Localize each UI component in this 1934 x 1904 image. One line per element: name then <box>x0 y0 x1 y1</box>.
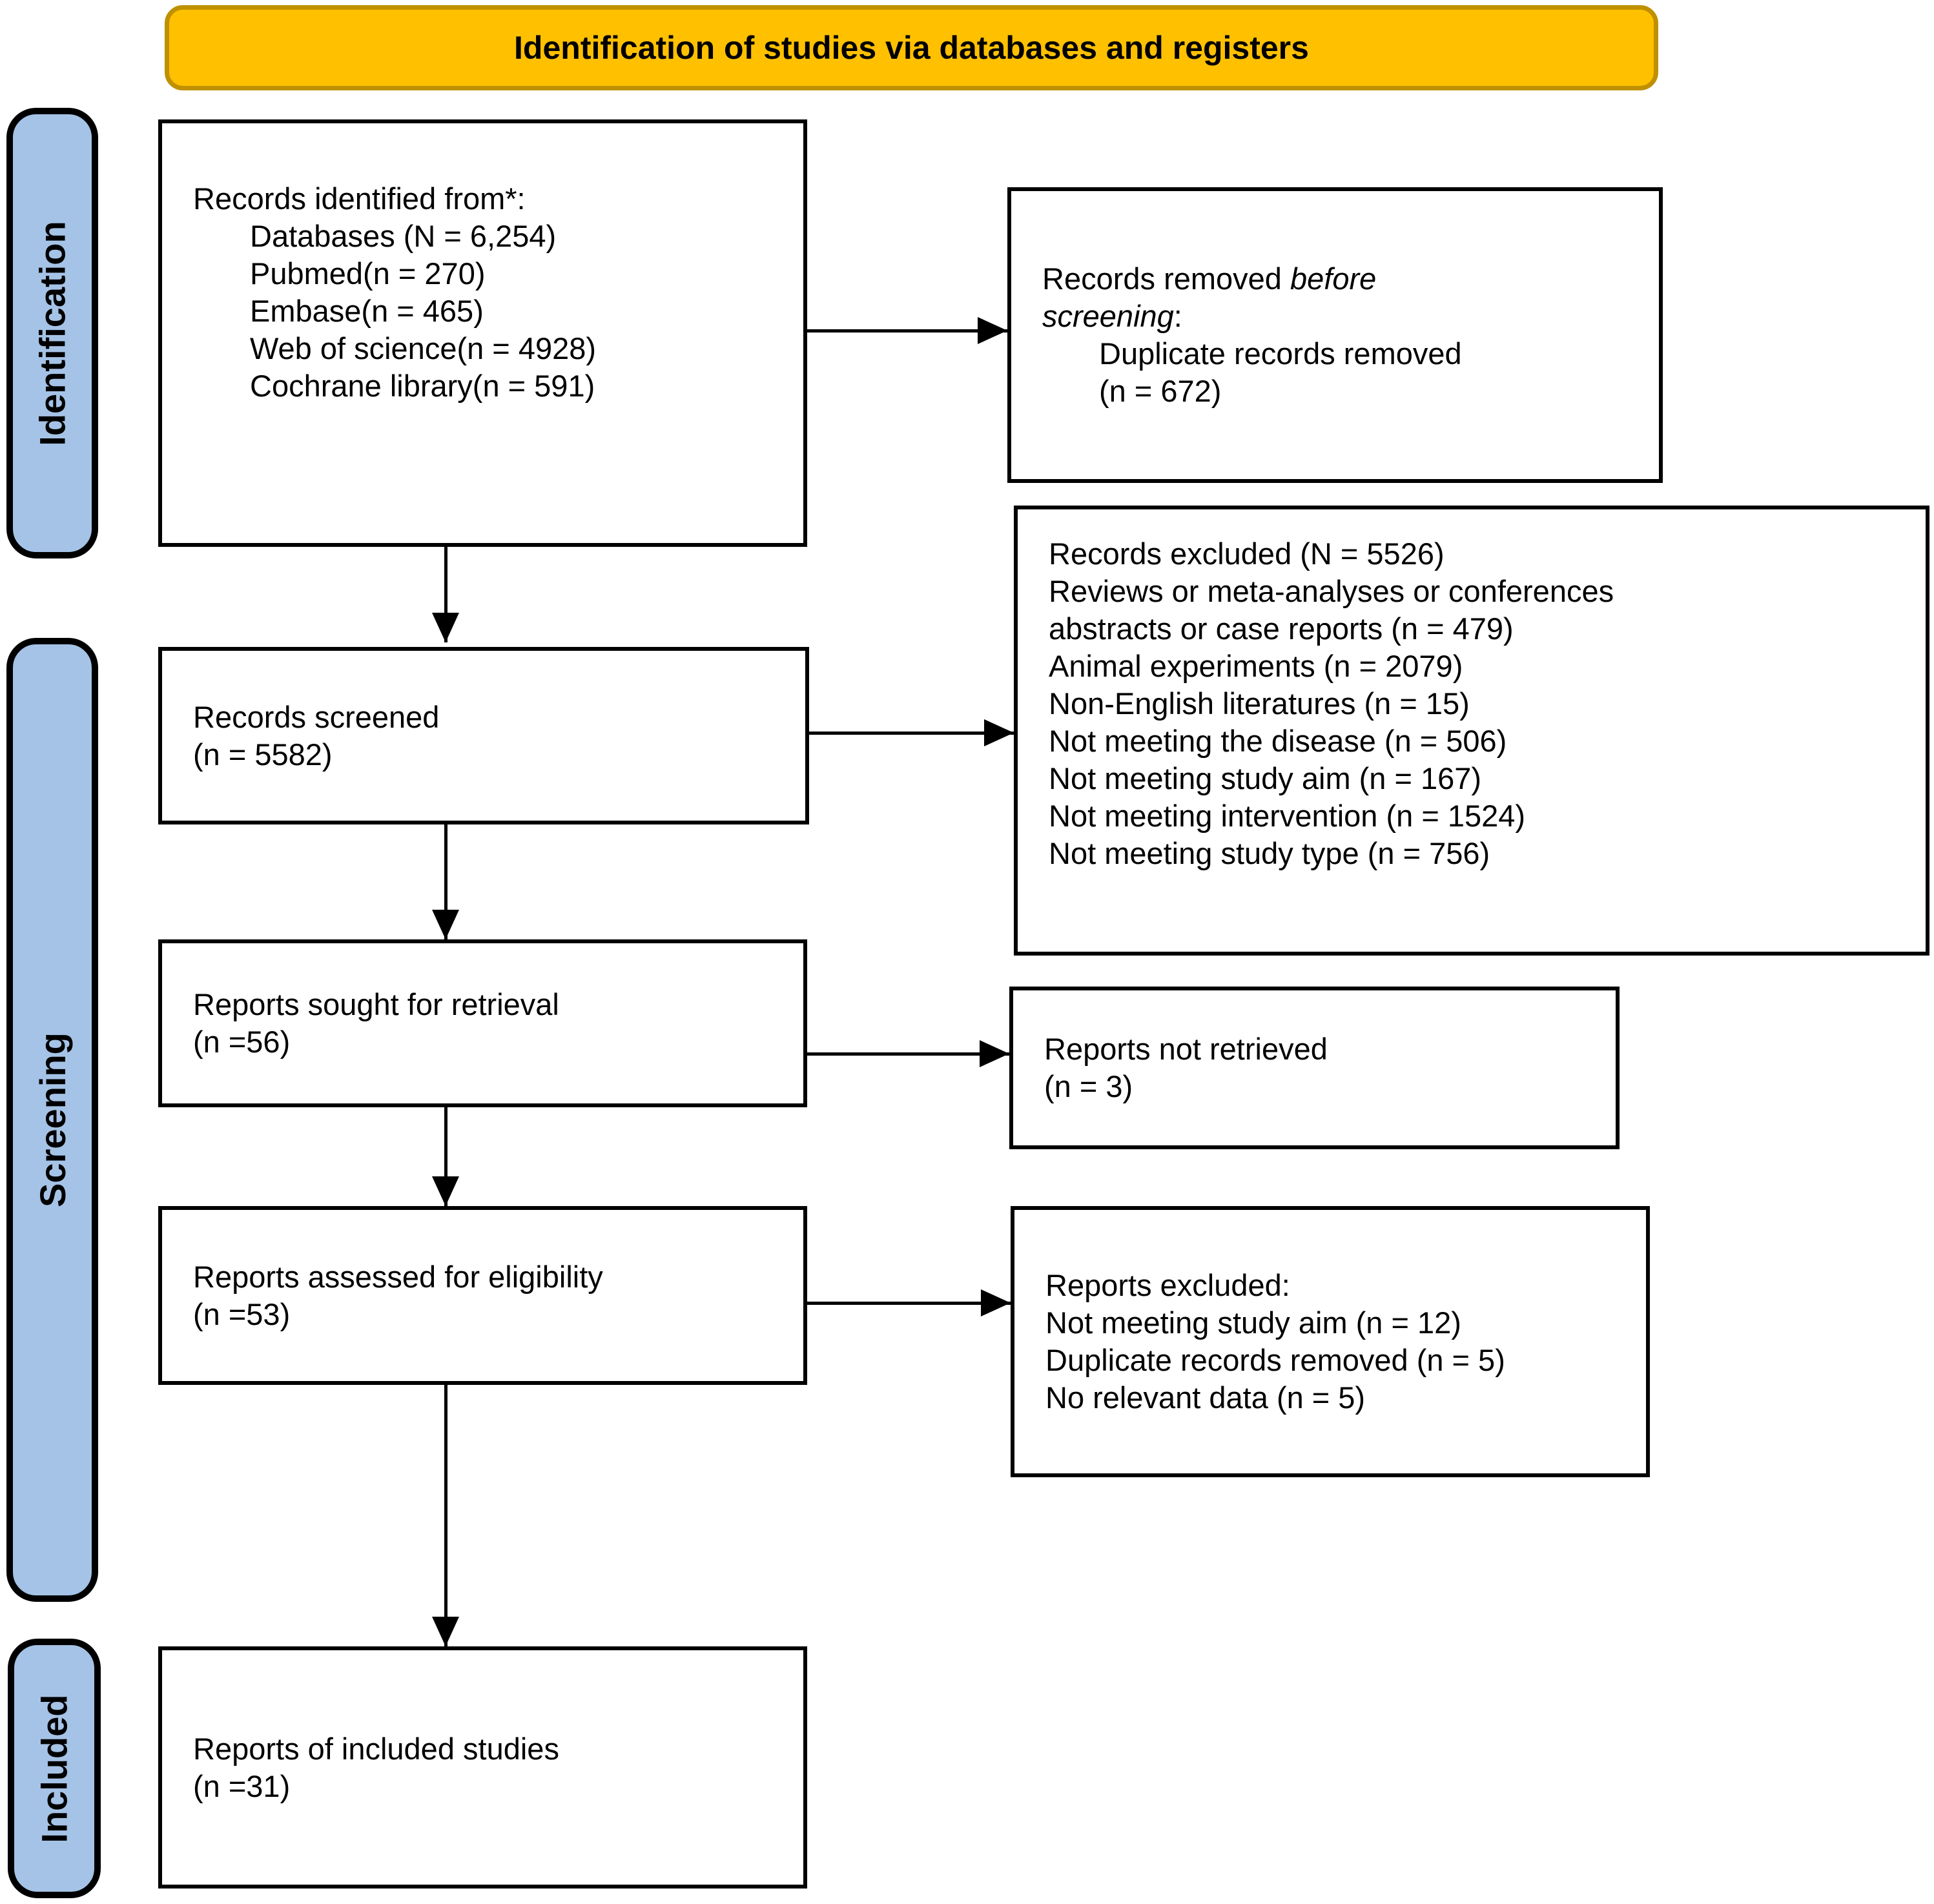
records-screened-line: Records screened <box>193 699 440 734</box>
arrow-screened-to-sought-head <box>432 910 459 939</box>
reports-excluded-line: No relevant data (n = 5) <box>1045 1380 1366 1415</box>
reports-not-retrieved-count: (n = 3) <box>1044 1069 1133 1103</box>
stage-label-identification: Identification <box>6 108 98 558</box>
records-excluded-line: Not meeting intervention (n = 1524) <box>1049 799 1526 833</box>
records-identified-line: Embase(n = 465) <box>250 294 484 328</box>
title-banner-label: Identification of studies via databases … <box>514 30 1309 66</box>
arrow-identified-to-screened-line <box>444 547 447 642</box>
records-identified-line: Cochrane library(n = 591) <box>250 369 595 403</box>
records-identified-line: Records identified from*: <box>193 181 526 216</box>
arrow-assessed-to-included-head <box>432 1617 459 1646</box>
arrow-sought-to-assessed-line <box>444 1106 447 1206</box>
arrow-assessed-to-reportsexcluded-head <box>981 1289 1011 1316</box>
reports-assessed-line: Reports assessed for eligibility <box>193 1259 603 1294</box>
records-removed-detail: Duplicate records removed <box>1099 336 1462 371</box>
reports-excluded-line: Not meeting study aim (n = 12) <box>1045 1305 1461 1340</box>
box-reports-excluded: Reports excluded: Not meeting study aim … <box>1011 1206 1650 1477</box>
box-records-excluded: Records excluded (N = 5526) Reviews or m… <box>1014 506 1929 956</box>
stage-label-identification-text: Identification <box>32 220 73 446</box>
stage-label-included-text: Included <box>34 1694 75 1843</box>
records-excluded-line: Not meeting study aim (n = 167) <box>1049 761 1482 795</box>
arrow-sought-to-notretrieved-line <box>806 1052 1009 1056</box>
arrow-identified-to-removed-head <box>978 317 1007 344</box>
records-excluded-line: Not meeting study type (n = 756) <box>1049 836 1490 870</box>
box-records-screened: Records screened (n = 5582) <box>158 647 809 824</box>
arrow-assessed-to-reportsexcluded-line <box>806 1302 1011 1305</box>
records-identified-line: Web of science(n = 4928) <box>250 331 597 365</box>
box-records-identified: Records identified from*: Databases (N =… <box>158 119 807 547</box>
box-reports-assessed: Reports assessed for eligibility (n =53) <box>158 1206 807 1385</box>
reports-not-retrieved-line: Reports not retrieved <box>1044 1032 1328 1066</box>
box-reports-not-retrieved: Reports not retrieved (n = 3) <box>1009 987 1620 1149</box>
stage-label-screening: Screening <box>6 638 98 1602</box>
records-excluded-line: Reviews or meta-analyses or conferences <box>1049 574 1614 608</box>
reports-sought-line: Reports sought for retrieval <box>193 987 559 1021</box>
box-reports-sought: Reports sought for retrieval (n =56) <box>158 939 807 1107</box>
reports-excluded-line: Reports excluded: <box>1045 1268 1290 1302</box>
reports-assessed-count: (n =53) <box>193 1296 291 1331</box>
records-screened-count: (n = 5582) <box>193 737 333 772</box>
reports-sought-count: (n =56) <box>193 1025 291 1059</box>
reports-excluded-line: Duplicate records removed (n = 5) <box>1045 1343 1505 1377</box>
records-identified-line: Pubmed(n = 270) <box>250 256 486 291</box>
records-excluded-line: Records excluded (N = 5526) <box>1049 537 1445 571</box>
arrow-sought-to-assessed-head <box>432 1176 459 1206</box>
records-removed-line: Records removed before <box>1042 261 1377 296</box>
records-identified-line: Databases (N = 6,254) <box>250 219 557 253</box>
records-excluded-line: Not meeting the disease (n = 506) <box>1049 724 1507 758</box>
arrow-assessed-to-included-line <box>444 1384 447 1646</box>
reports-included-line: Reports of included studies <box>193 1731 559 1766</box>
arrow-identified-to-screened-head <box>432 613 459 642</box>
arrow-screened-to-sought-line <box>444 824 447 939</box>
box-records-removed: Records removed before screening: Duplic… <box>1007 187 1663 483</box>
reports-included-count: (n =31) <box>193 1768 291 1803</box>
arrow-screened-to-excluded-line <box>808 732 1014 735</box>
arrow-sought-to-notretrieved-head <box>980 1040 1009 1067</box>
records-removed-line: screening: <box>1042 299 1182 333</box>
records-excluded-line: Animal experiments (n = 2079) <box>1049 649 1463 683</box>
title-banner: Identification of studies via databases … <box>165 5 1658 90</box>
records-excluded-line: abstracts or case reports (n = 479) <box>1049 611 1514 646</box>
arrow-identified-to-removed-line <box>806 329 1007 333</box>
stage-label-screening-text: Screening <box>32 1032 73 1207</box>
records-excluded-line: Non-English literatures (n = 15) <box>1049 686 1470 721</box>
box-reports-included: Reports of included studies (n =31) <box>158 1646 807 1889</box>
arrow-screened-to-excluded-head <box>984 719 1014 746</box>
records-removed-italic: screening <box>1042 299 1174 333</box>
records-removed-italic: before <box>1290 261 1377 296</box>
stage-label-included: Included <box>8 1639 101 1898</box>
records-removed-count: (n = 672) <box>1099 374 1222 408</box>
